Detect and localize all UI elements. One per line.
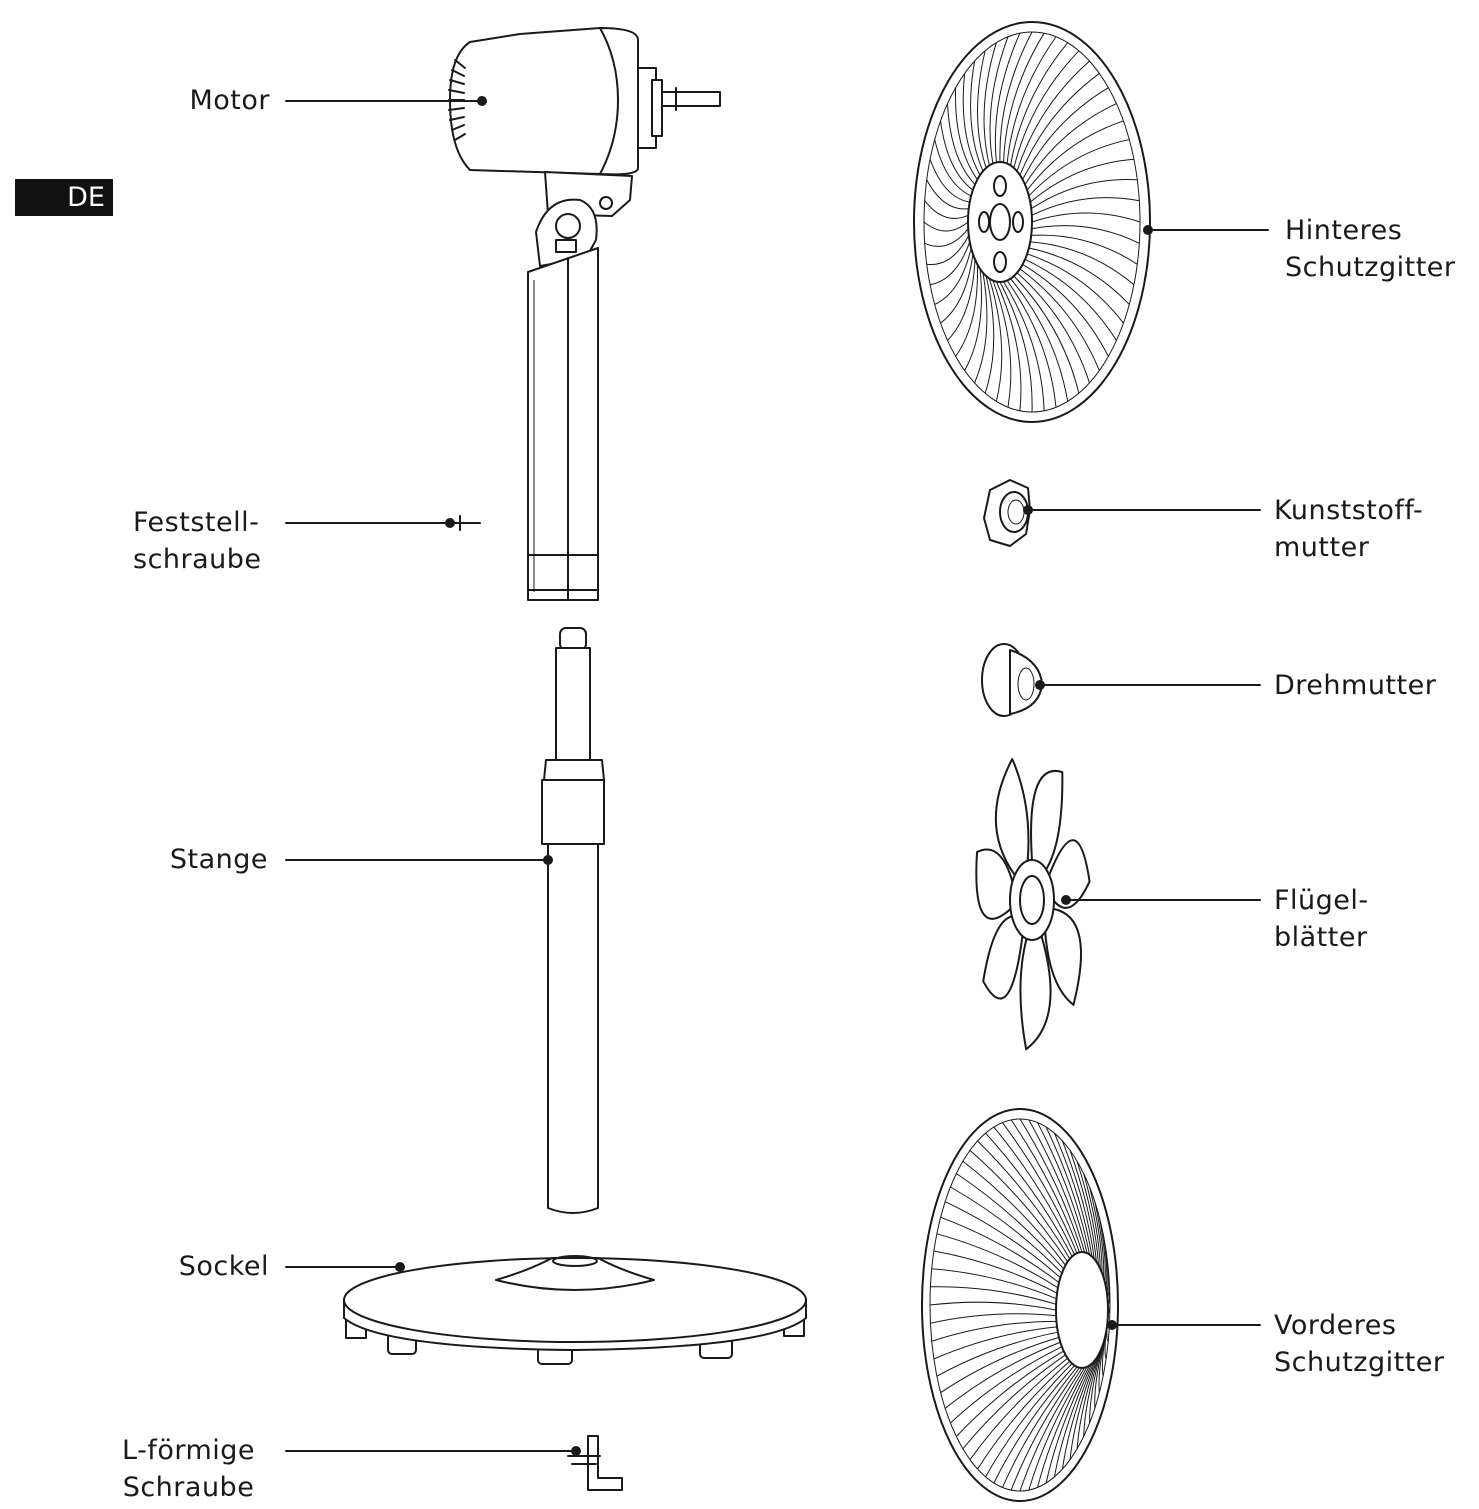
label-feststellschraube: Feststell- schraube (133, 507, 262, 575)
label-kunststoffmutter: Kunststoff- mutter (1274, 495, 1424, 563)
label-l-schraube: L-förmige Schraube (122, 1435, 256, 1503)
plastic-nut-part (983, 479, 1031, 547)
lock-screw-part (451, 515, 481, 531)
label-hinteres-schutzgitter: Hinteres Schutzgitter (1285, 215, 1456, 283)
rear-guard-part (913, 21, 1151, 423)
language-tag: DE (15, 179, 113, 216)
label-motor: Motor (189, 85, 270, 116)
front-guard-part (921, 1108, 1119, 1502)
pole-part (541, 627, 605, 1214)
label-stange: Stange (169, 844, 268, 875)
label-sockel: Sockel (178, 1251, 269, 1282)
leader-lines (285, 96, 1269, 1456)
label-drehmutter: Drehmutter (1274, 670, 1437, 701)
upper-housing-part (527, 171, 633, 601)
spin-nut-part (981, 643, 1043, 717)
motor-part (448, 27, 721, 176)
fan-blades-part (975, 757, 1091, 1051)
label-fluegelblaetter: Flügel- blätter (1274, 885, 1369, 953)
label-vorderes-schutzgitter: Vorderes Schutzgitter (1274, 1310, 1445, 1378)
base-part (343, 1255, 807, 1365)
l-screw-part (567, 1435, 623, 1491)
